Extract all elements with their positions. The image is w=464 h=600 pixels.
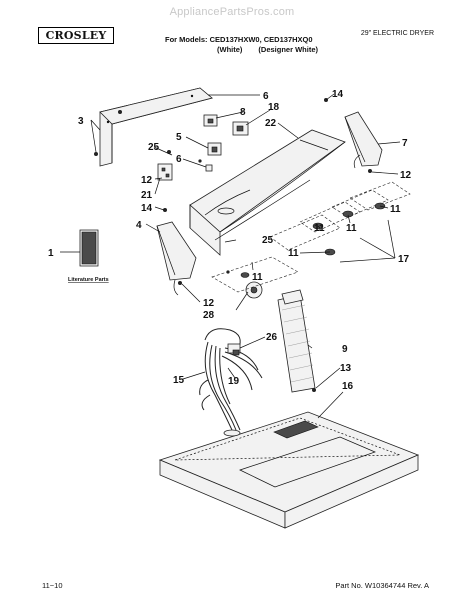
brand-logo: CROSLEY (38, 27, 114, 44)
callout-12c: 12 (203, 298, 215, 309)
watermark: AppliancePartsPros.com (169, 6, 295, 18)
callout-19: 19 (228, 376, 240, 387)
callout-18: 18 (268, 102, 280, 113)
callout-26: 26 (266, 332, 278, 343)
callout-11b: 11 (314, 223, 325, 234)
right-end-cap-part (344, 111, 383, 169)
switch-parts (203, 114, 249, 172)
console-panel-part (189, 129, 346, 256)
callout-12a: 12 (141, 175, 153, 186)
literature-parts-label: Literature Parts (68, 277, 109, 283)
models-line: For Models: CED137HXW0, CED137HXQ0 (165, 35, 313, 44)
cabinet-top-part (158, 411, 420, 529)
model-variant-white: (White) (217, 45, 243, 54)
callout-9: 8 (240, 107, 246, 118)
footer-date: 11−10 (42, 581, 63, 590)
callout-17: 17 (398, 254, 410, 265)
callout-3: 3 (78, 116, 84, 127)
terminal-block-part (157, 163, 173, 181)
callout-11a: 11 (390, 204, 401, 215)
knob-part (245, 281, 263, 299)
models-header: For Models: CED137HXW0, CED137HXQ0 (Whit… (165, 35, 318, 55)
callout-8: 7 (402, 138, 408, 149)
callout-12b: 12 (400, 170, 412, 181)
literature-parts-icon (79, 229, 99, 267)
callout-5: 5 (176, 132, 182, 143)
callout-11d: 11 (288, 248, 299, 259)
left-end-cap-part (156, 221, 197, 296)
callout-14b: 14 (141, 203, 153, 214)
product-type: 29" ELECTRIC DRYER (360, 30, 434, 37)
wire-harness-part (199, 328, 263, 431)
callouts: 6 14 3 8 18 22 5 7 25 6 12 12 21 14 11 4… (48, 89, 412, 392)
callout-25b: 25 (262, 235, 274, 246)
lint-screen-part (277, 289, 316, 393)
callout-14a: 14 (332, 89, 344, 100)
callout-10: 9 (342, 344, 348, 355)
callout-28: 28 (203, 310, 215, 321)
rear-panel-part (99, 87, 213, 167)
model-variant-designer: (Designer White) (258, 45, 319, 54)
callout-13: 13 (340, 363, 352, 374)
footer-part-number: Part No. W10364744 Rev. A (335, 581, 429, 590)
callout-1: 1 (48, 248, 54, 259)
callout-16: 16 (342, 381, 354, 392)
callout-11c: 11 (346, 223, 357, 234)
leader-lines (60, 93, 401, 419)
fastener-parts (94, 98, 372, 392)
callout-21: 21 (141, 190, 153, 201)
callout-6: 6 (263, 91, 269, 102)
callout-25a: 25 (148, 142, 160, 153)
callout-7: 6 (176, 154, 182, 165)
callout-4: 4 (136, 220, 142, 231)
callout-22: 22 (265, 118, 277, 129)
callout-15: 15 (173, 375, 185, 386)
callout-11e: 11 (252, 272, 263, 283)
